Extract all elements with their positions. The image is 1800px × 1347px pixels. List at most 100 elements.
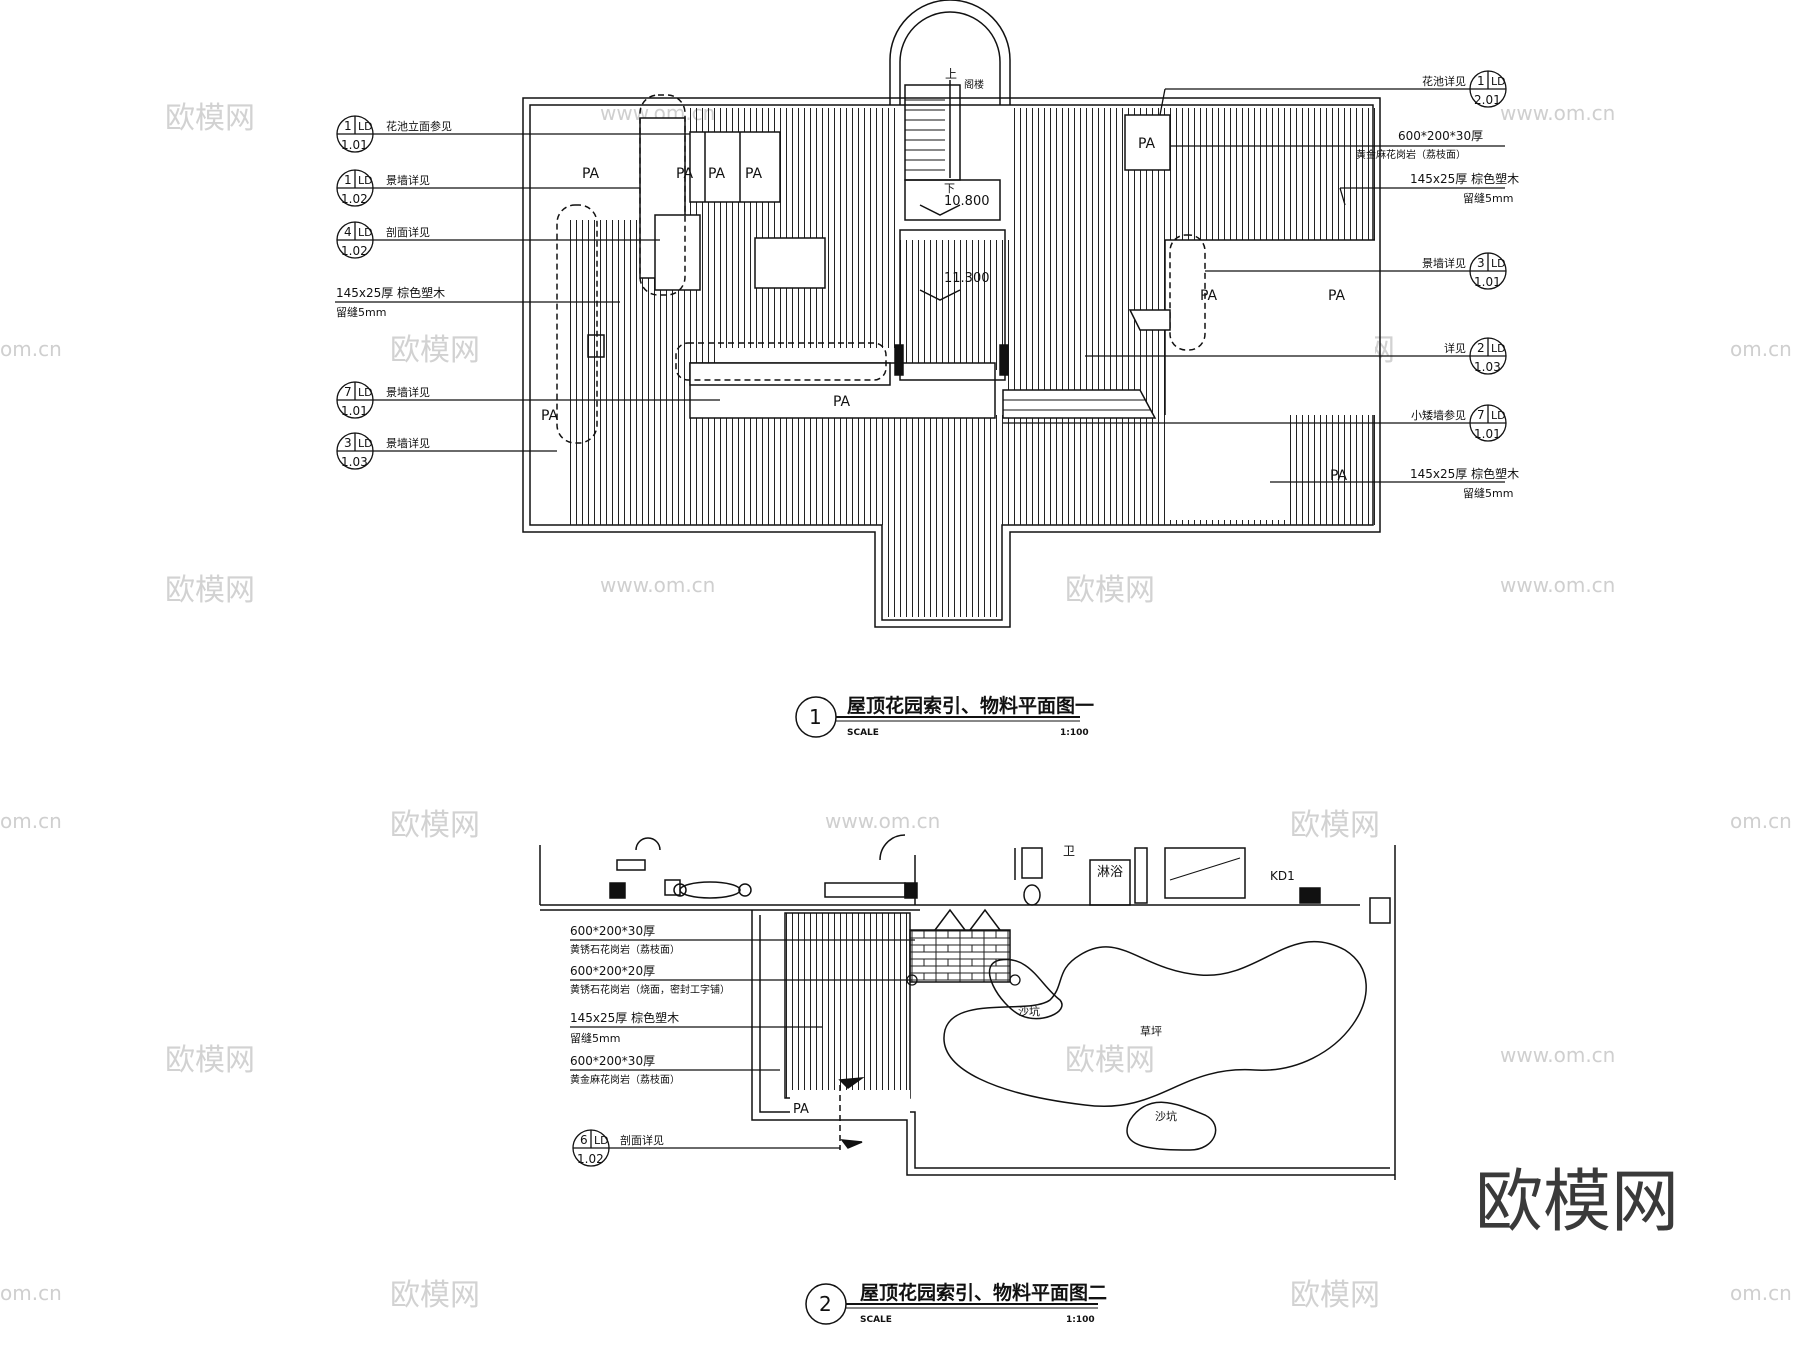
planter-east [1124, 114, 1171, 171]
svg-text:1.01: 1.01 [1474, 427, 1501, 441]
watermark-brand: 欧模网 [1290, 808, 1380, 843]
plan1-outer-wall [522, 97, 1381, 628]
svg-text:留缝5mm: 留缝5mm [1463, 191, 1513, 205]
svg-text:3: 3 [344, 436, 352, 450]
plan1-number: 1 [809, 705, 822, 729]
deck-north-east [1010, 108, 1375, 243]
svg-text:1.03: 1.03 [341, 455, 368, 469]
svg-text:4: 4 [344, 225, 352, 239]
plan2-callout-text: 600*200*30厚 黄锈石花岗岩（荔枝面） 600*200*20厚 黄锈石花… [570, 924, 730, 1166]
knob-icon [673, 883, 687, 897]
svg-text:1: 1 [344, 119, 352, 133]
svg-text:景墙详见: 景墙详见 [386, 385, 430, 399]
watermark-url: om.cn [1730, 1281, 1792, 1305]
svg-text:LD: LD [594, 1134, 609, 1147]
watermark-logo: 欧模网 [1475, 1163, 1679, 1242]
watermark-url: om.cn [1730, 809, 1792, 833]
column [1299, 887, 1321, 904]
svg-text:LD: LD [1491, 342, 1506, 355]
svg-text:1.02: 1.02 [577, 1152, 604, 1166]
svg-text:剖面详见: 剖面详见 [386, 225, 430, 239]
svg-text:145x25厚 棕色塑木: 145x25厚 棕色塑木 [570, 1010, 679, 1025]
step-block [754, 237, 826, 289]
callout-bubble [336, 115, 690, 153]
terrace-wall-outer [751, 910, 1395, 1176]
level-label: 11.300 [944, 271, 990, 286]
watermark-brand: 欧模网 [1290, 1278, 1380, 1313]
plan2-callouts [570, 939, 1021, 1167]
svg-text:花池立面参见: 花池立面参见 [386, 119, 452, 133]
callout-bubble [1159, 70, 1507, 116]
stair-tower-arch [889, 0, 1011, 105]
callout-bubble [336, 432, 557, 470]
room-bath: 卫 [1063, 844, 1075, 858]
landing [904, 179, 1001, 221]
watermark-url: om.cn [1730, 337, 1792, 361]
svg-text:3: 3 [1477, 256, 1485, 270]
svg-text:1.02: 1.02 [341, 192, 368, 206]
watermark-brand: 欧模网 [1065, 1043, 1155, 1078]
knob-icon [738, 883, 752, 897]
pa-label: PA [833, 394, 851, 410]
pa-east-area [1165, 240, 1375, 415]
svg-text:1.03: 1.03 [1474, 360, 1501, 374]
svg-text:景墙详见: 景墙详见 [386, 436, 430, 450]
planter-lower [654, 214, 701, 291]
small-step [1128, 309, 1171, 331]
dashed-zone [675, 342, 887, 381]
plan-2 [539, 834, 1396, 1180]
plan2-title: 屋顶花园索引、物料平面图二 [860, 1281, 1107, 1304]
plan1-title-block: 1 屋顶花园索引、物料平面图一 SCALE 1:100 [795, 694, 1094, 738]
callout-bubble [336, 221, 660, 259]
svg-text:LD: LD [358, 386, 373, 399]
plan1-left-callouts [335, 115, 720, 470]
watermark-brand: 欧模网 [165, 101, 255, 136]
stair-treads [905, 99, 945, 171]
terrace-wall-inner [759, 915, 1390, 1169]
plan1-scale-label: SCALE [847, 728, 879, 738]
svg-text:小矮墙参见: 小矮墙参见 [1411, 408, 1466, 422]
svg-text:剖面详见: 剖面详见 [620, 1133, 664, 1147]
plan2-labels: PA 卫 淋浴 KD1 沙坑 沙坑 草坪 [793, 844, 1295, 1123]
fixture [635, 837, 661, 851]
stair-down-label: 下 [944, 182, 955, 195]
wall-block [894, 344, 904, 376]
svg-text:600*200*30厚: 600*200*30厚 [570, 1054, 655, 1068]
watermark-url: om.cn [0, 1281, 62, 1305]
svg-text:黄锈石花岗岩（烧面，密封工字铺）: 黄锈石花岗岩（烧面，密封工字铺） [570, 983, 730, 996]
plan2-title-block: 2 屋顶花园索引、物料平面图二 SCALE 1:100 [805, 1281, 1107, 1325]
stair-up-label: 上 [945, 67, 957, 81]
svg-text:600*200*30厚: 600*200*30厚 [570, 924, 655, 938]
fixture [664, 879, 681, 896]
callout-bubble [1205, 252, 1507, 290]
sandpit-2 [1126, 1101, 1217, 1151]
svg-text:145x25厚 棕色塑木: 145x25厚 棕色塑木 [1410, 171, 1519, 186]
watermark-brand: 欧模网 [390, 333, 480, 368]
svg-text:LD: LD [358, 120, 373, 133]
svg-text:黄锈石花岗岩（荔枝面）: 黄锈石花岗岩（荔枝面） [570, 943, 680, 956]
svg-text:7: 7 [1477, 408, 1485, 422]
deck-south-projection [888, 525, 1001, 617]
wall-fixture [616, 859, 646, 871]
stair-note-label: 阁楼 [964, 78, 984, 91]
svg-text:LD: LD [358, 226, 373, 239]
column [609, 882, 626, 899]
svg-text:详见: 详见 [1444, 341, 1466, 355]
door-tag: KD1 [1270, 869, 1295, 883]
svg-text:1.01: 1.01 [341, 138, 368, 152]
pa-label: PA [793, 1102, 809, 1117]
bench-icon [587, 334, 605, 358]
svg-text:1: 1 [1477, 74, 1485, 88]
east-steps [1002, 389, 1157, 419]
svg-text:6: 6 [580, 1133, 588, 1147]
lawn-label: 草坪 [1140, 1025, 1162, 1038]
svg-text:留缝5mm: 留缝5mm [1463, 486, 1513, 500]
bath-fixture [1021, 847, 1043, 879]
brick-paving [909, 929, 1011, 983]
column [1369, 897, 1391, 924]
dashed-outline-east [1169, 234, 1206, 351]
walkway-wall [689, 362, 891, 386]
svg-text:LD: LD [1491, 257, 1506, 270]
callout-bubble [1003, 404, 1507, 442]
